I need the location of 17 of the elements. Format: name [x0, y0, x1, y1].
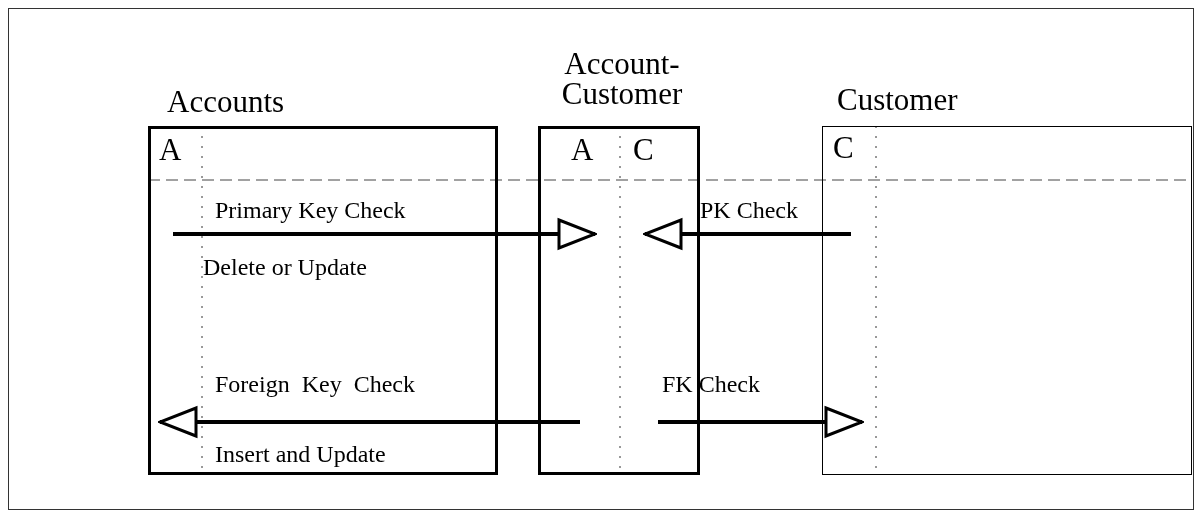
arrow: [158, 406, 580, 438]
column-key: C: [633, 133, 654, 167]
note-text: Insert and Update: [215, 440, 386, 468]
note-text: Delete or Update: [203, 253, 367, 281]
arrow: [658, 406, 864, 438]
table-title: Accounts: [167, 87, 286, 117]
edge-label: Primary Key Check: [215, 196, 406, 224]
edge-label: FK Check: [662, 370, 760, 398]
edge-label: Foreign Key Check: [215, 370, 415, 398]
arrow: [173, 218, 597, 250]
table-title: Customer: [837, 85, 959, 115]
column-key: A: [571, 133, 594, 167]
arrow: [643, 218, 851, 250]
table-title: Account-Customer: [560, 49, 684, 109]
edge-label: PK Check: [700, 196, 798, 224]
column-key: C: [833, 131, 854, 165]
column-key: A: [159, 133, 182, 167]
